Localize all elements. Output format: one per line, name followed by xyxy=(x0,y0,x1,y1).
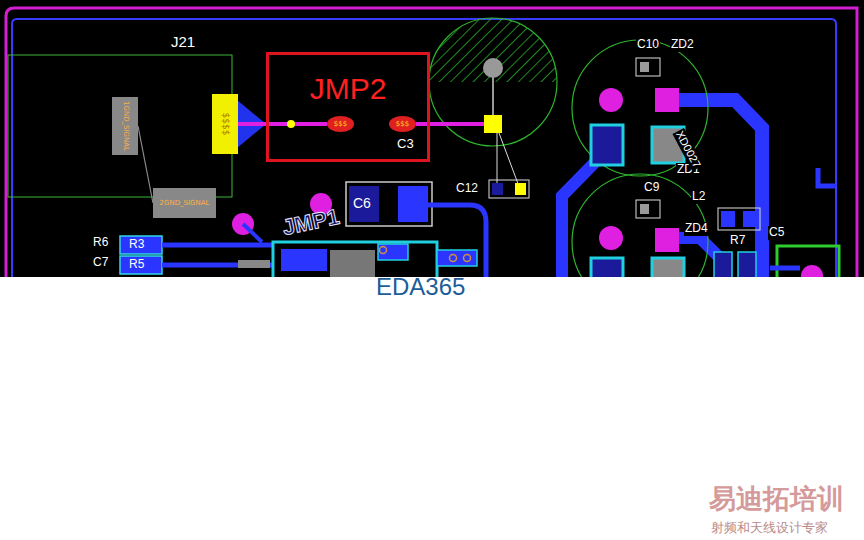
watermark: 易迪拓培训 xyxy=(708,483,845,514)
smd-pad xyxy=(655,88,679,112)
copper-trace xyxy=(416,122,486,126)
component-outline xyxy=(636,58,660,76)
part-ref: L2 xyxy=(691,190,706,204)
smd-pad xyxy=(378,244,408,260)
keepout-line xyxy=(12,19,836,277)
drill-hole xyxy=(464,255,471,262)
part-ref: C9 xyxy=(643,181,660,195)
smd-pad xyxy=(484,115,502,133)
jumper-pad: $$$ xyxy=(327,116,354,132)
node-text: JMP2 xyxy=(310,73,387,105)
part-ref: C7 xyxy=(92,256,109,270)
connector-outline xyxy=(777,246,839,277)
via-dot xyxy=(287,120,295,128)
via-pad xyxy=(599,226,623,250)
connector-pad: $$$$ xyxy=(212,94,238,154)
part-ref: J21 xyxy=(170,33,196,50)
cap-outline xyxy=(429,18,557,146)
node-text: $$$$ xyxy=(220,113,231,136)
component-outline xyxy=(489,180,529,198)
smd-pad xyxy=(281,249,327,271)
component-outline xyxy=(718,208,760,230)
silk-text: JMP1 xyxy=(279,204,342,241)
part-ref: R5 xyxy=(128,258,145,272)
ratsnest-line xyxy=(499,133,520,189)
net-tag: 2GND_SIGNAL xyxy=(153,188,216,218)
copper-trace xyxy=(770,266,800,271)
part-ref: R7 xyxy=(729,234,746,248)
via-pad xyxy=(483,58,503,78)
copper-trace xyxy=(818,168,836,186)
ic-outline xyxy=(273,242,437,277)
trace-connector xyxy=(238,122,327,126)
cap-outline xyxy=(572,174,708,277)
net-tag: 1GND_SIGNAL xyxy=(112,97,138,155)
smd-pad xyxy=(591,125,623,165)
smd-pad xyxy=(120,256,162,274)
smd-pad xyxy=(721,211,735,227)
node-text: 1GND_SIGNAL xyxy=(121,101,130,151)
component-outline xyxy=(346,182,432,226)
smd-pad xyxy=(515,183,526,195)
smd-pad xyxy=(120,236,162,254)
smd-pad xyxy=(738,252,756,277)
component-outline xyxy=(636,200,660,218)
copper-trace xyxy=(162,243,273,248)
jumper-pad: $$$ xyxy=(389,116,416,132)
board-ground xyxy=(0,0,864,277)
drill-hole xyxy=(450,255,457,262)
pad-detail xyxy=(287,115,502,133)
trace-connector xyxy=(138,126,153,203)
smd-pad xyxy=(398,186,428,222)
node-text: 2GND_SIGNAL xyxy=(160,199,210,208)
part-ref: R6 xyxy=(92,236,109,250)
part-ref: C6 xyxy=(352,195,372,211)
ic-body xyxy=(330,250,375,277)
smd-pad xyxy=(437,250,477,266)
watermark: EDA365 xyxy=(375,273,466,301)
cap-outline xyxy=(572,40,708,176)
board-outline xyxy=(6,8,857,277)
smd-pad xyxy=(714,252,732,277)
part-ref: C10 xyxy=(636,38,660,52)
via-pad xyxy=(801,265,823,277)
part-ref: ZD2 xyxy=(670,38,695,52)
ratsnest-line xyxy=(497,133,498,189)
part-ref: C3 xyxy=(396,137,415,152)
copper-trace xyxy=(243,224,262,242)
connector-outline xyxy=(8,55,232,197)
part-ref: ZD4 xyxy=(684,222,709,236)
silk-block xyxy=(238,260,270,268)
smd-pad xyxy=(640,204,649,214)
smd-pad xyxy=(591,258,623,277)
via-pad xyxy=(599,88,623,112)
part-ref: C5 xyxy=(768,226,785,240)
part-ref: R3 xyxy=(128,238,145,252)
smd-pad xyxy=(349,186,379,222)
node-text: $$$ xyxy=(396,120,409,129)
node-text: $$$ xyxy=(334,120,347,129)
smd-pad xyxy=(492,183,503,195)
pcb-artwork xyxy=(6,8,857,277)
watermark: 射频和天线设计专家 xyxy=(710,521,829,536)
smd-pad xyxy=(743,211,757,227)
smd-pad xyxy=(640,62,649,72)
hatch-area xyxy=(429,18,557,82)
smd-pad xyxy=(655,228,679,252)
smd-pad xyxy=(652,258,684,277)
drill-hole xyxy=(380,247,387,254)
part-ref: C12 xyxy=(455,182,479,196)
